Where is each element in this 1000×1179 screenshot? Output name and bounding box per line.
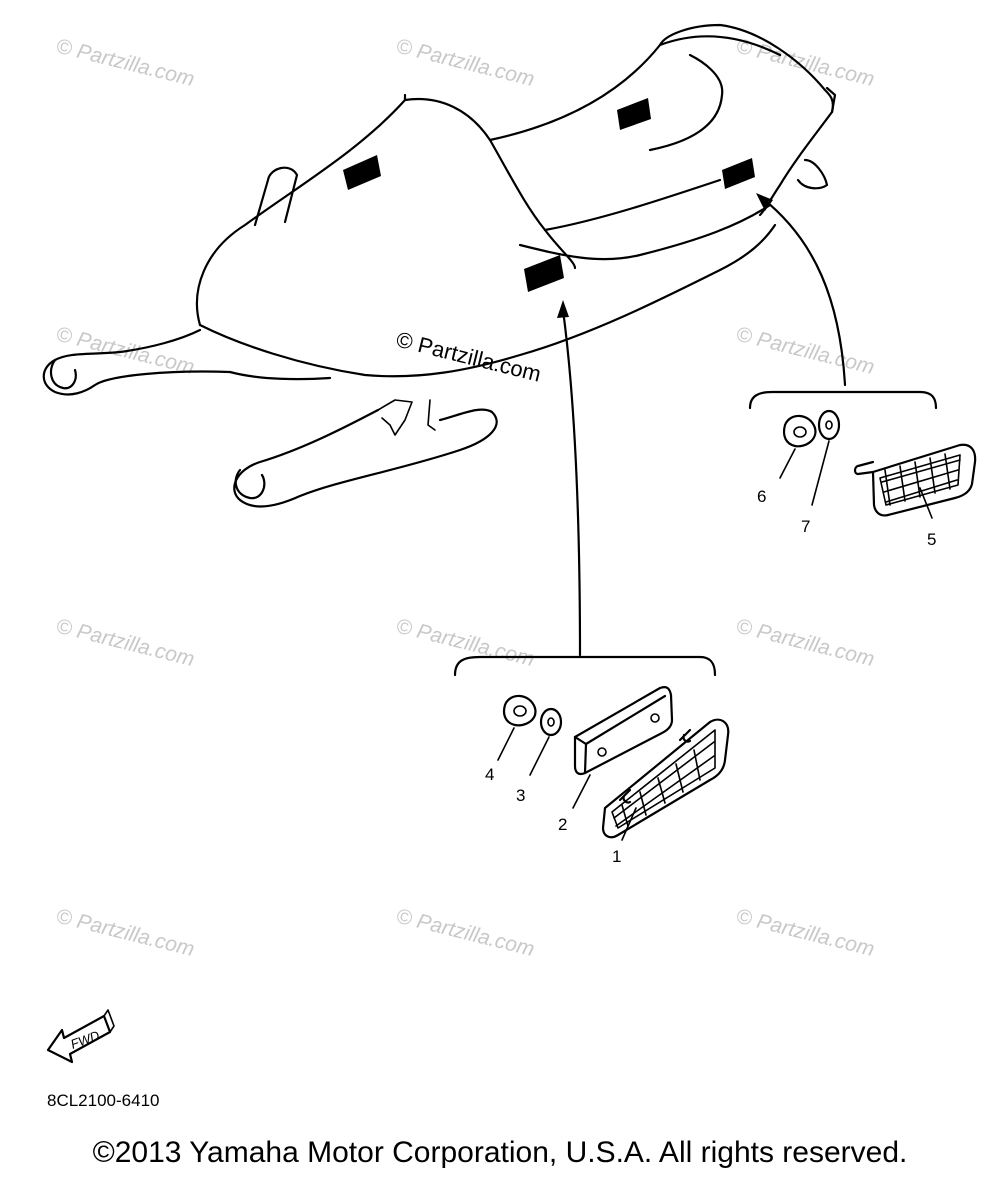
- watermark: © Partzilla.com: [54, 905, 197, 962]
- group-bracket-rear: [748, 390, 938, 410]
- watermark: © Partzilla.com: [394, 615, 537, 672]
- callout-4: 4: [485, 765, 494, 784]
- watermark: © Partzilla.com: [394, 905, 537, 962]
- watermark: © Partzilla.com: [734, 35, 877, 92]
- diagram-code: 8CL2100-6410: [47, 1091, 159, 1110]
- fwd-arrow-icon: FWD: [46, 1009, 115, 1064]
- reflector-mount-seat: [617, 98, 651, 130]
- callout-6: 6: [757, 487, 766, 506]
- copyright-notice: ©2013 Yamaha Motor Corporation, U.S.A. A…: [92, 1136, 908, 1169]
- callout-5: 5: [927, 530, 936, 549]
- callout-1: 1: [612, 847, 621, 866]
- group-bracket-front: [453, 655, 717, 677]
- watermark: © Partzilla.com: [394, 35, 537, 92]
- watermark: © Partzilla.com: [734, 905, 877, 962]
- callout-2: 2: [558, 815, 567, 834]
- reflector-mount-hood: [343, 155, 381, 190]
- watermark: © Partzilla.com: [54, 615, 197, 672]
- front-reflector-group: [502, 686, 730, 839]
- snowmobile-illustration: [42, 23, 837, 508]
- watermark: © Partzilla.com: [54, 35, 197, 92]
- callout-3: 3: [516, 786, 525, 805]
- callout-leaders: [497, 440, 933, 841]
- rear-reflector-group: [782, 409, 977, 517]
- reflector-mount-rear: [722, 158, 755, 189]
- fwd-label: FWD: [69, 1028, 102, 1052]
- watermark: © Partzilla.com: [734, 323, 877, 380]
- leader-arrows: [557, 193, 847, 657]
- watermark: © Partzilla.com: [734, 615, 877, 672]
- callout-7: 7: [801, 517, 810, 536]
- center-watermark: © Partzilla.com: [394, 327, 544, 387]
- reflector-mount-side: [524, 255, 564, 292]
